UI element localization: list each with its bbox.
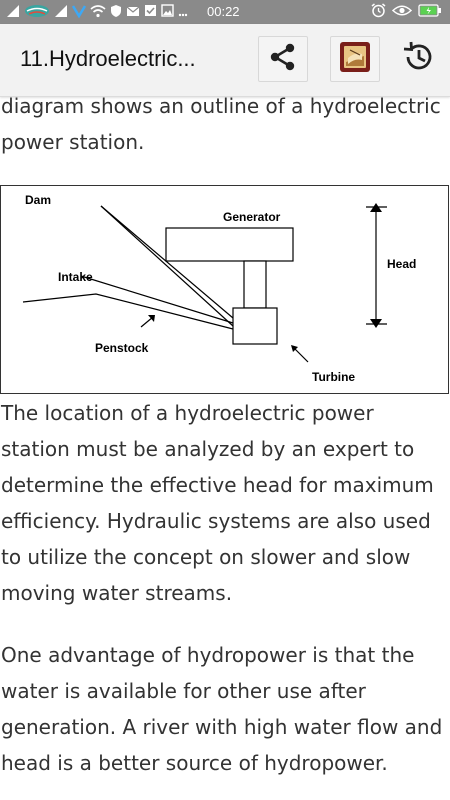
status-bar: 00:22 [0, 0, 450, 24]
wifi-icon [90, 4, 106, 21]
paragraph-intro: diagram shows an outline of a hydroelect… [1, 88, 441, 160]
label-turbine: Turbine [312, 370, 355, 384]
hydroelectric-diagram: Dam Generator Head Intake Penstock Turbi… [0, 185, 449, 394]
page-title: 11.Hydroelectric... [20, 46, 196, 71]
share-icon [268, 42, 298, 76]
text-line: station must be analyzed by an expert to [1, 437, 415, 461]
text-line: head is a better source of hydropower. [1, 751, 388, 775]
text-line: determine the effective head for maximum [1, 473, 434, 497]
label-intake: Intake [58, 270, 93, 284]
eye-icon [391, 4, 413, 20]
dam-line [100, 205, 234, 319]
text-line: water is available for other use after [1, 679, 366, 703]
dam-line [100, 205, 234, 327]
text-line: One advantage of hydropower is that the [1, 643, 415, 667]
water-line [22, 293, 234, 330]
label-penstock: Penstock [95, 341, 149, 355]
image-icon [161, 4, 174, 20]
diagram-svg: Dam Generator Head Intake Penstock Turbi… [22, 193, 416, 384]
history-button[interactable] [394, 36, 444, 82]
shaft [243, 260, 267, 309]
carrier-icon [24, 4, 50, 21]
mail-icon [126, 5, 140, 20]
text-line: The location of a hydroelectric power [1, 401, 374, 425]
text-line: efficiency. Hydraulic systems are also u… [1, 509, 431, 533]
book-icon [338, 40, 372, 78]
label-head: Head [387, 257, 416, 271]
battery-icon [418, 4, 442, 20]
checkbox-icon [144, 4, 157, 20]
penstock-line [80, 275, 234, 324]
more-dots-icon [178, 5, 188, 20]
label-generator: Generator [223, 210, 281, 224]
shield-icon [110, 4, 122, 21]
alarm-icon [371, 3, 386, 21]
label-dam: Dam [25, 193, 51, 207]
paragraph-advantage: One advantage of hydropower is that the … [1, 637, 442, 781]
app-bar: 11.Hydroelectric... [0, 24, 450, 97]
status-left-icons [6, 4, 188, 20]
text-line: diagram shows an outline of a hydroelect… [1, 94, 441, 118]
status-right-icons [371, 3, 442, 21]
text-line: moving water streams. [1, 581, 233, 605]
text-line: to utilize the concept on slower and slo… [1, 545, 411, 569]
generator-box [165, 227, 294, 262]
history-icon [401, 39, 437, 79]
share-button[interactable] [258, 36, 308, 82]
paragraph-location: The location of a hydroelectric power st… [1, 395, 434, 611]
turbine-box [232, 307, 278, 345]
notification-icon [71, 4, 87, 21]
status-time: 00:22 [207, 4, 240, 19]
text-line: power station. [1, 130, 145, 154]
signal-icon [6, 4, 20, 21]
signal-icon [54, 4, 68, 21]
book-button[interactable] [330, 36, 380, 82]
text-line: generation. A river with high water flow… [1, 715, 443, 739]
